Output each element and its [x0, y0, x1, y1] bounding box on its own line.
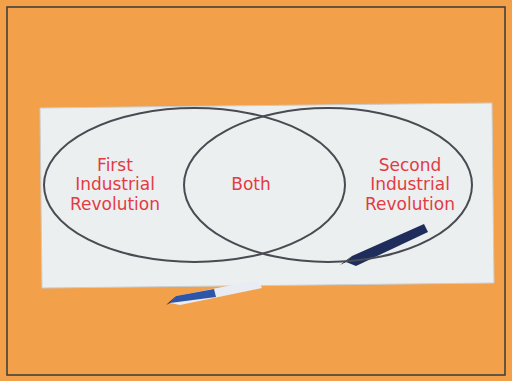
venn-ellipse: First Industrial Revolution: [42, 106, 347, 264]
pen: [166, 280, 262, 305]
overlap-label: Both: [218, 175, 284, 195]
region-label: Second Industrial Revolution: [354, 156, 466, 215]
marker: [340, 224, 428, 266]
venn-ellipse: Second Industrial Revolution: [182, 106, 474, 264]
region-label: First Industrial Revolution: [56, 156, 174, 215]
